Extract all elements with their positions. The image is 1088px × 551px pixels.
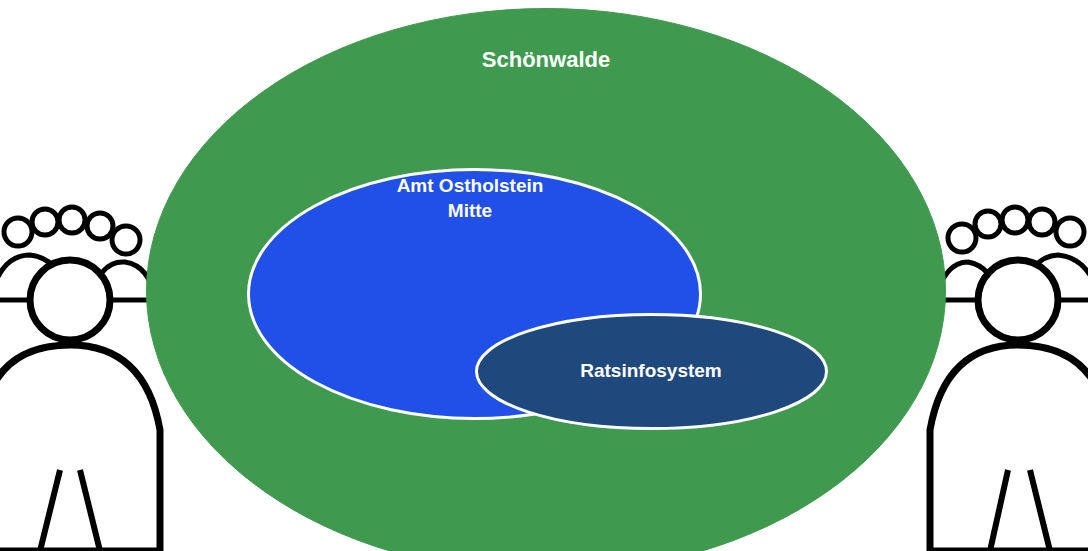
node-label: Schönwalde bbox=[396, 46, 696, 75]
ellipse-shape bbox=[147, 9, 946, 551]
system-ellipse: Ratsinfosystem bbox=[475, 313, 828, 430]
ellipse-shape bbox=[477, 315, 827, 429]
node-label: Amt Ostholstein Mitte bbox=[380, 174, 560, 223]
node-label: Ratsinfosystem bbox=[501, 359, 801, 384]
region-ellipse: SchönwaldeAmt Ostholstein MitteRatsinfos… bbox=[146, 8, 946, 551]
